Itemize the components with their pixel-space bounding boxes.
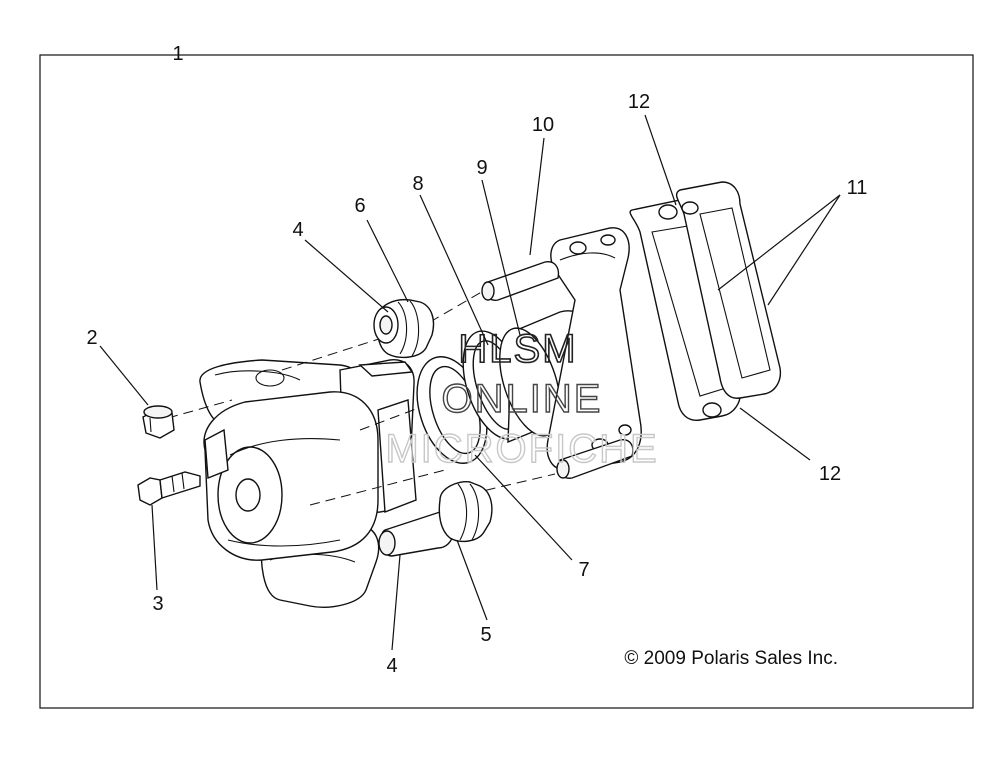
watermark-line-3: MICROFICHE <box>385 427 658 471</box>
watermark-line-2: ONLINE <box>442 377 603 421</box>
callout-4-lower: 4 <box>386 655 397 677</box>
lower-boot <box>438 481 493 543</box>
callout-12-lower: 12 <box>819 463 841 485</box>
diagram-frame <box>39 54 974 709</box>
callout-8: 8 <box>412 173 423 195</box>
bleeder-cap <box>142 405 175 439</box>
callout-10: 10 <box>532 114 554 136</box>
callout-12-upper: 12 <box>628 91 650 113</box>
leader-lines <box>99 114 841 651</box>
callout-4-upper: 4 <box>292 219 303 241</box>
callout-5: 5 <box>480 624 491 646</box>
outer-brake-pad <box>675 181 782 399</box>
callout-2: 2 <box>86 327 97 349</box>
upper-boot <box>373 298 435 359</box>
copyright-text: © 2009 Polaris Sales Inc. <box>624 648 838 669</box>
hlsm-watermark: HLSM ONLINE MICROFICHE <box>385 326 658 472</box>
bleeder-screw <box>137 471 201 506</box>
callout-3: 3 <box>152 593 163 615</box>
callout-9: 9 <box>476 157 487 179</box>
watermark-line-1: HLSM <box>458 327 577 371</box>
callout-1: 1 <box>172 43 183 65</box>
caliper-body <box>199 359 417 608</box>
callout-6: 6 <box>354 195 365 217</box>
callout-11: 11 <box>847 177 868 199</box>
caliper-bracket <box>481 227 642 479</box>
callout-7: 7 <box>578 559 589 581</box>
callout-labels: 1 2 3 4 4 5 6 7 8 9 10 11 12 12 <box>86 43 867 677</box>
